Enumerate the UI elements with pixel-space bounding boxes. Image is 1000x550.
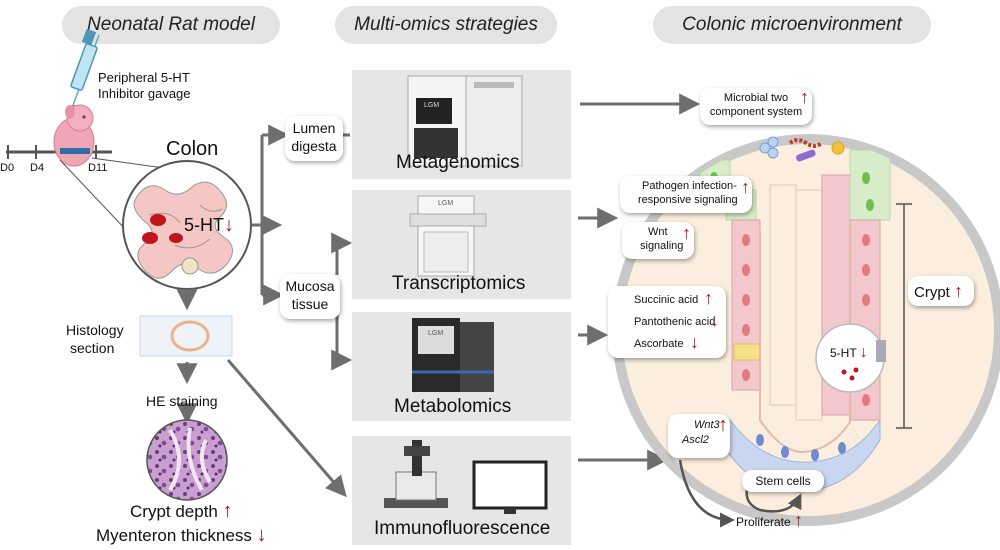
mucosa-label-1: Mucosa <box>285 278 335 294</box>
proliferate-label: Proliferate ↑ <box>736 510 803 531</box>
microbial-label-2: component system <box>709 106 803 118</box>
stem-cells-label: Stem cells <box>755 474 811 488</box>
micro-serotonin-text: 5-HT <box>830 346 857 360</box>
down-arrow-icon: ↓ <box>224 214 234 236</box>
ascl2-label: Ascl2 <box>682 434 709 446</box>
metabolites-callout: Succinic acid ↑ Pantothenic acid ↓ Ascor… <box>608 286 726 358</box>
syringe-icon <box>69 28 100 119</box>
instrument-badge-3: LGM <box>428 330 444 337</box>
up-arrow-icon: ↑ <box>704 288 713 308</box>
immunofluorescence-label: Immunofluorescence <box>374 518 551 539</box>
inhibitor-label-2: Inhibitor gavage <box>98 86 191 101</box>
down-arrow-icon: ↓ <box>690 332 699 352</box>
colon-label: Colon <box>166 138 219 160</box>
metabolomics-label: Metabolomics <box>394 396 512 417</box>
microbial-label-1: Microbial two <box>723 92 789 104</box>
crypt-callout: Crypt ↑ <box>908 276 974 306</box>
microbes-icon <box>759 136 845 162</box>
wnt-callout: Wnt signaling ↑ <box>622 222 694 259</box>
wnt-label-2: signaling <box>640 240 684 252</box>
lumen-label-2: digesta <box>291 138 337 154</box>
header-colonic-microenvironment: Colonic microenvironment <box>653 6 931 44</box>
mucosa-tissue-box: Mucosa tissue <box>280 274 340 319</box>
up-arrow-icon: ↑ <box>954 281 964 301</box>
up-arrow-icon: ↑ <box>222 500 233 522</box>
stem-cells-callout: Stem cells <box>742 470 824 492</box>
myenteron-text: Myenteron thickness <box>96 526 252 545</box>
up-arrow-icon: ↑ <box>794 510 804 530</box>
crypt-label: Crypt <box>914 284 950 301</box>
pantothenic-label: Pantothenic acid <box>634 316 716 328</box>
pathogen-label-1: Pathogen infection- <box>642 180 737 192</box>
down-arrow-icon: ↓ <box>710 310 719 330</box>
crypt-bracket <box>896 203 912 429</box>
sequencer-metagenomics-icon <box>407 75 523 167</box>
down-arrow-icon: ↓ <box>859 344 868 361</box>
colon-serotonin-text: 5-HT <box>184 215 224 235</box>
microscope-icon <box>384 440 448 508</box>
rat-pup-icon <box>53 104 95 167</box>
wnt-label-1: Wnt <box>648 226 668 238</box>
mass-spectrometer-icon <box>412 318 494 392</box>
microbial-callout: Microbial two component system ↑ <box>700 88 812 125</box>
myenteron-label: Myenteron thickness ↓ <box>96 524 267 547</box>
pathogen-callout: Pathogen infection- responsive signaling… <box>620 176 752 213</box>
succinic-label: Succinic acid <box>634 294 699 306</box>
up-arrow-icon: ↑ <box>718 414 728 436</box>
histology-slide <box>139 315 233 357</box>
crypt-depth-text: Crypt depth <box>130 502 218 521</box>
lumen-digesta-box: Lumen digesta <box>285 116 343 161</box>
instrument-badge-2: LGM <box>438 200 454 207</box>
colon-serotonin-label: 5-HT↓ <box>184 214 234 237</box>
proliferate-text: Proliferate <box>736 515 791 529</box>
serotonin-granules <box>841 367 859 381</box>
he-stain-image <box>146 419 228 501</box>
up-arrow-icon: ↑ <box>741 177 750 197</box>
wnt3-ascl2-callout: Wnt3 Ascl2 ↑ <box>668 414 730 458</box>
he-staining-label: HE staining <box>146 393 218 409</box>
histology-label-2: section <box>70 340 115 356</box>
sequencer-transcriptomics-icon <box>409 195 487 277</box>
monitor-icon <box>472 460 548 514</box>
timeline-d0: D0 <box>0 162 15 174</box>
micro-serotonin-label: 5-HT ↓ <box>830 344 868 362</box>
header-multi-omics: Multi-omics strategies <box>335 6 557 44</box>
transcriptomics-label: Transcriptomics <box>392 273 526 294</box>
up-arrow-icon: ↑ <box>800 87 809 107</box>
inhibitor-label-1: Peripheral 5-HT <box>98 70 190 85</box>
colon-cross-section <box>122 160 252 290</box>
mucosa-label-2: tissue <box>291 296 329 312</box>
histology-label-1: Histology <box>66 322 124 338</box>
crypt-depth-label: Crypt depth ↑ <box>130 500 233 523</box>
lumen-label-1: Lumen <box>292 120 336 136</box>
timeline-d11: D11 <box>88 162 108 174</box>
ascorbate-label: Ascorbate <box>634 338 684 350</box>
up-arrow-icon: ↑ <box>682 223 691 243</box>
timeline-d4: D4 <box>30 162 45 174</box>
instrument-badge-1: LGM <box>424 102 440 109</box>
pathogen-label-2: responsive signaling <box>638 194 738 206</box>
down-arrow-icon: ↓ <box>256 524 267 546</box>
metagenomics-label: Metagenomics <box>396 152 520 173</box>
wnt3-label: Wnt3 <box>694 419 720 431</box>
